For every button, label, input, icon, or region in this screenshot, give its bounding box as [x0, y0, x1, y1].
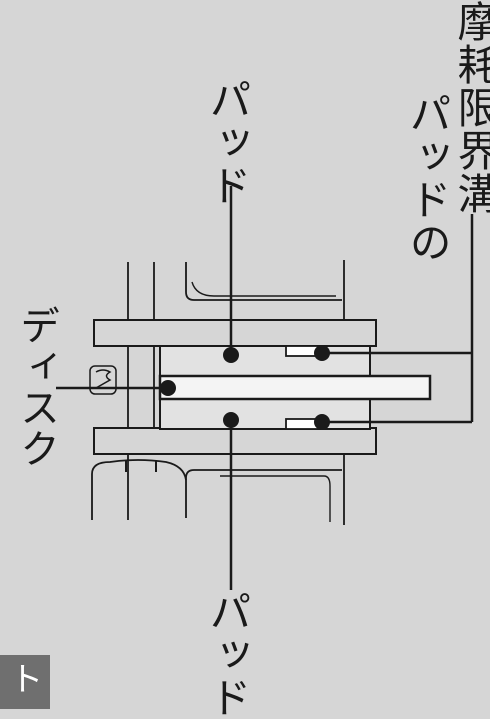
callout-dot-wear-top: [314, 345, 330, 361]
callout-dot-pad-top: [223, 347, 239, 363]
callout-dot-pad-bottom: [223, 412, 239, 428]
callout-dot-disc: [160, 380, 176, 396]
pad-bottom-label: パッド: [203, 590, 252, 719]
caliper-bracket-bottom: [93, 427, 377, 455]
section-tab-text: ト: [3, 661, 43, 695]
wear-limit-label-line2: 摩耗限界溝: [451, 0, 490, 215]
pad-bottom-shape: [159, 398, 371, 430]
caliper-bracket-top: [93, 319, 377, 347]
pad-top-shape: [159, 345, 371, 377]
marker-3-icon: [89, 365, 117, 395]
pad-top-label: パッド: [203, 78, 252, 207]
disc-shape: [158, 374, 432, 401]
section-tab: ト: [0, 655, 50, 709]
wear-limit-label-line1: パッドの: [403, 92, 452, 264]
callout-dot-wear-bottom: [314, 414, 330, 430]
disc-label: ディスク: [13, 305, 59, 469]
